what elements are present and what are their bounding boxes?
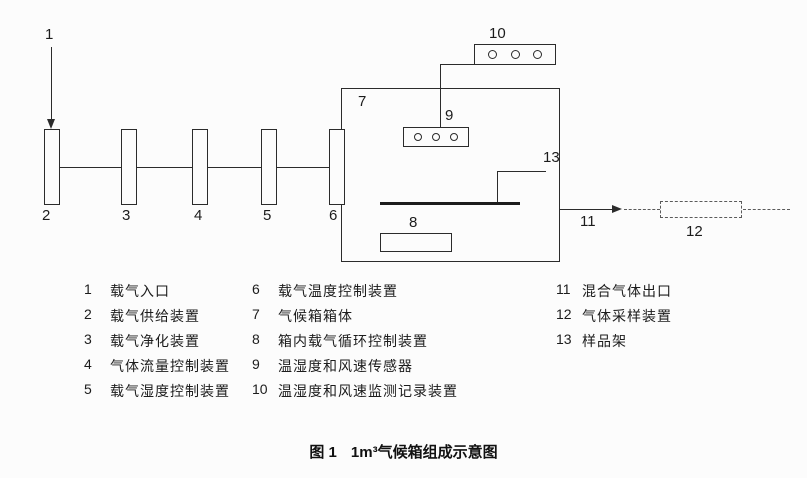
legend-item: 8 箱内载气循环控制装置 (252, 331, 458, 356)
sensor-indicators (404, 128, 468, 146)
legend-item-text: 温湿度和风速传感器 (278, 358, 413, 374)
carrier-gas-temperature-control-box (329, 129, 345, 205)
indicator-circle-icon (450, 133, 458, 141)
label-carrier-gas-supply: 2 (42, 207, 51, 224)
carrier-gas-purification-box (121, 129, 137, 205)
legend-item-text: 载气供给装置 (110, 308, 200, 324)
legend-item-number: 3 (84, 331, 92, 347)
inlet-arrowhead-icon (47, 119, 55, 129)
legend-item-text: 载气净化装置 (110, 333, 200, 349)
label-circulation-control: 8 (409, 214, 418, 231)
monitor-recorder-box (474, 44, 556, 65)
legend-item-number: 11 (556, 281, 571, 297)
legend-item-number: 7 (252, 306, 260, 322)
legend-item-text: 样品架 (582, 333, 627, 349)
legend-item-number: 8 (252, 331, 260, 347)
legend-column-3: 11 混合气体出口 12 气体采样装置 13 样品架 (556, 281, 672, 356)
legend-item-number: 2 (84, 306, 92, 322)
legend-item-text: 载气入口 (110, 283, 170, 299)
legend-item: 10 温湿度和风速监测记录装置 (252, 381, 458, 406)
legend-item: 12 气体采样装置 (556, 306, 672, 331)
legend-item-text: 气体流量控制装置 (110, 358, 230, 374)
legend-item-text: 混合气体出口 (582, 283, 672, 299)
legend-item-number: 9 (252, 356, 260, 372)
legend-item: 3 载气净化装置 (84, 331, 230, 356)
gas-flow-control-box (192, 129, 208, 205)
figure-caption: 图 1 1m³气候箱组成示意图 (0, 441, 807, 462)
legend-item: 5 载气湿度控制装置 (84, 381, 230, 406)
indicator-circle-icon (414, 133, 422, 141)
legend-item-text: 气候箱箱体 (278, 308, 353, 324)
sensor-cable-vertical-line (440, 64, 441, 128)
figure-caption-title: 1m³气候箱组成示意图 (350, 444, 498, 461)
label-chamber-body: 7 (358, 93, 367, 110)
legend-item: 4 气体流量控制装置 (84, 356, 230, 381)
legend-item-number: 1 (84, 281, 92, 297)
outlet-arrowhead-icon (612, 205, 622, 213)
legend-item-text: 气体采样装置 (582, 308, 672, 324)
label-sample-rack: 13 (543, 149, 560, 166)
sample-rack-line (380, 202, 520, 205)
legend-column-2: 6 载气温度控制装置 7 气候箱箱体 8 箱内载气循环控制装置 9 温湿度和风速… (252, 281, 458, 406)
legend-column-1: 1 载气入口 2 载气供给装置 3 载气净化装置 4 气体流量控制装置 5 载气… (84, 281, 230, 406)
sensor-cable-horizontal-line (440, 64, 474, 65)
indicator-circle-icon (432, 133, 440, 141)
label-sensor: 9 (445, 107, 454, 124)
legend-item-number: 5 (84, 381, 92, 397)
sampling-dashed-line-tail (743, 209, 790, 210)
legend-item: 2 载气供给装置 (84, 306, 230, 331)
legend-item: 7 气候箱箱体 (252, 306, 458, 331)
legend-item-number: 4 (84, 356, 92, 372)
legend-item: 11 混合气体出口 (556, 281, 672, 306)
legend-item-number: 13 (556, 331, 572, 347)
label-carrier-gas-purification: 3 (122, 207, 131, 224)
carrier-gas-humidity-control-box (261, 129, 277, 205)
monitor-recorder-indicators (475, 45, 555, 64)
carrier-gas-supply-box (44, 129, 60, 205)
label-gas-flow-control: 4 (194, 207, 203, 224)
label-carrier-gas-inlet: 1 (45, 26, 54, 43)
indicator-circle-icon (532, 50, 542, 59)
label-mixed-gas-outlet: 11 (580, 213, 596, 230)
legend-item-text: 温湿度和风速监测记录装置 (278, 383, 458, 399)
sampling-dashed-line (624, 209, 660, 210)
sensor-box (403, 127, 469, 147)
legend-item-number: 10 (252, 381, 268, 397)
gas-sampling-box (660, 201, 742, 218)
circulation-control-box (380, 233, 452, 252)
legend-item-text: 箱内载气循环控制装置 (278, 333, 428, 349)
indicator-circle-icon (488, 50, 498, 59)
sample-rack-leader-vertical-line (497, 171, 498, 204)
legend-item-text: 载气湿度控制装置 (110, 383, 230, 399)
sample-rack-leader-horizontal-line (497, 171, 546, 172)
figure-caption-number: 图 1 (309, 444, 337, 461)
legend-item-text: 载气温度控制装置 (278, 283, 398, 299)
label-monitor-recorder: 10 (489, 25, 506, 42)
inlet-line (51, 47, 52, 121)
legend-item: 6 载气温度控制装置 (252, 281, 458, 306)
label-temperature-control: 6 (329, 207, 338, 224)
legend-item: 13 样品架 (556, 331, 672, 356)
label-humidity-control: 5 (263, 207, 272, 224)
legend-item-number: 12 (556, 306, 572, 322)
legend-item: 9 温湿度和风速传感器 (252, 356, 458, 381)
legend-item-number: 6 (252, 281, 260, 297)
legend-item: 1 载气入口 (84, 281, 230, 306)
indicator-circle-icon (510, 50, 520, 59)
label-gas-sampling: 12 (686, 223, 703, 240)
outlet-line (560, 209, 612, 210)
